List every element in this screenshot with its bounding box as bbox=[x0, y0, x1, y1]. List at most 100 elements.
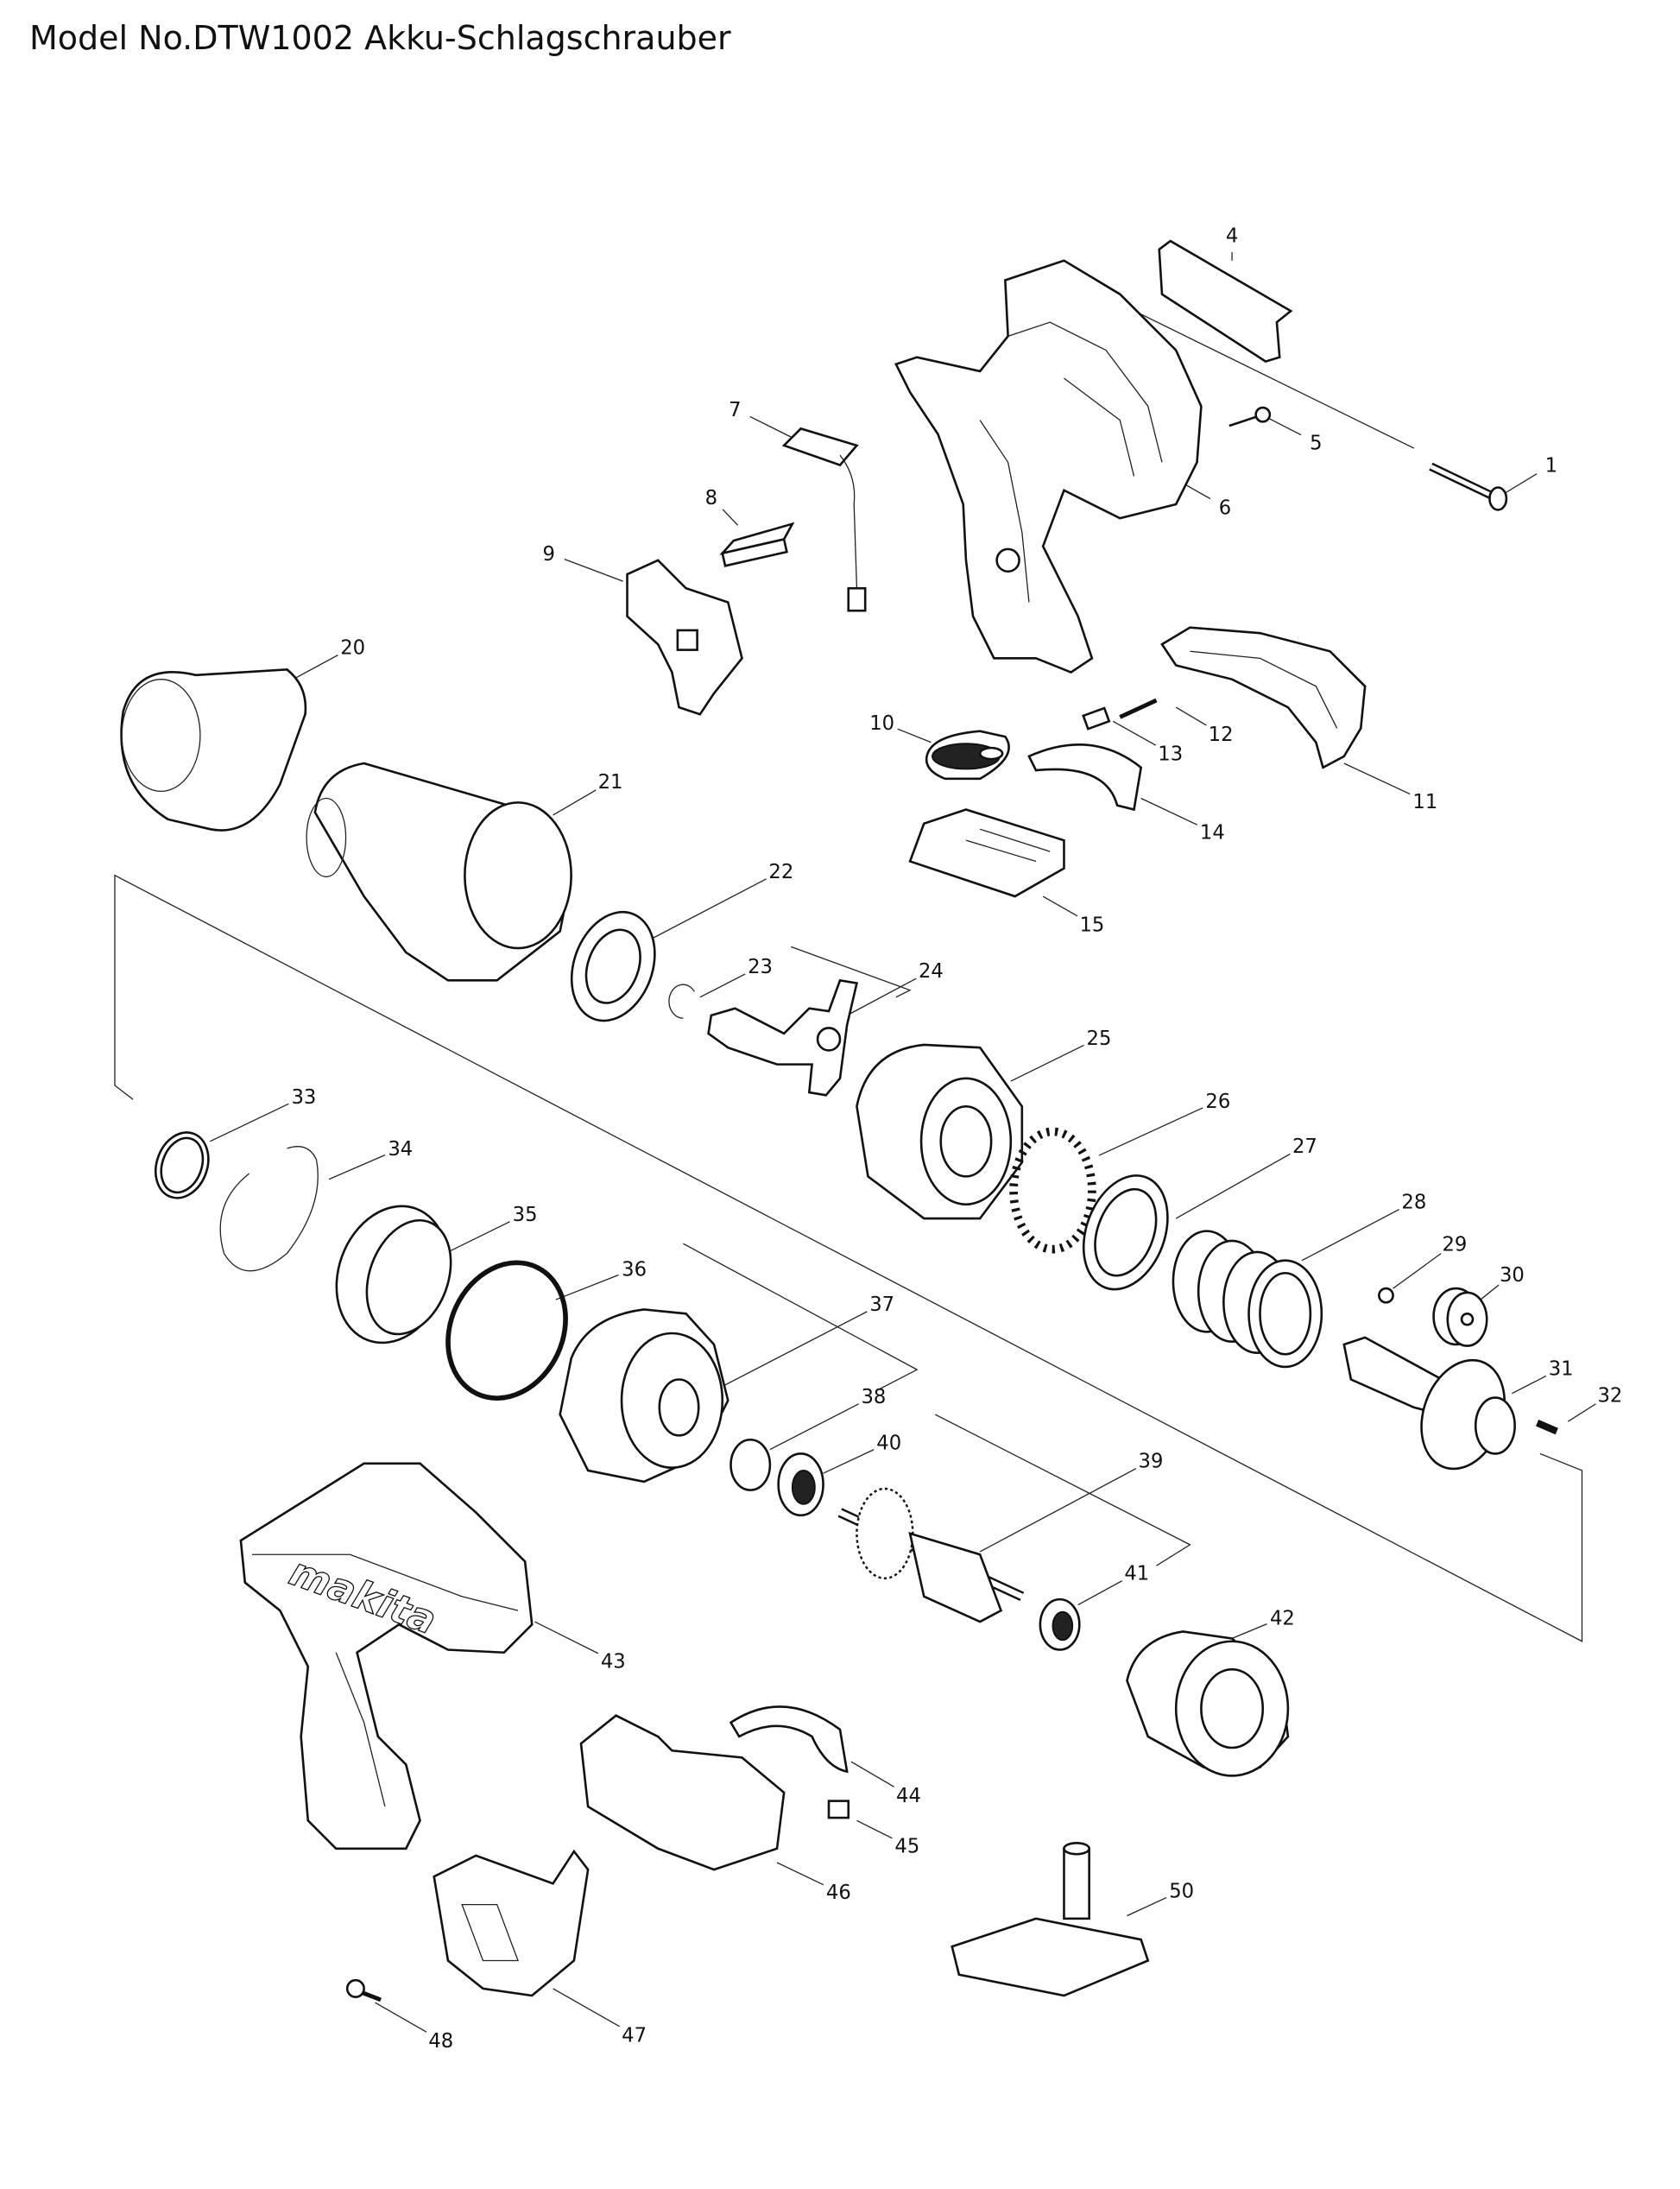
part-44-terminal-strip bbox=[729, 1705, 849, 1774]
leader-line-13 bbox=[1112, 720, 1157, 746]
part-4-label-plate bbox=[1158, 239, 1293, 363]
label-22: 22 bbox=[768, 861, 793, 883]
part-28-compression-spring bbox=[1172, 1230, 1323, 1369]
leader-line-50 bbox=[1127, 1896, 1167, 1917]
leader-line-35 bbox=[450, 1221, 510, 1251]
leader-line-28 bbox=[1301, 1209, 1399, 1262]
leader-line-10 bbox=[897, 728, 932, 743]
leader-line-7 bbox=[749, 415, 792, 438]
label-37: 37 bbox=[869, 1294, 894, 1316]
label-32: 32 bbox=[1597, 1384, 1622, 1407]
leader-line-1 bbox=[1504, 473, 1538, 494]
label-11: 11 bbox=[1412, 791, 1437, 813]
part-9-trigger-switch bbox=[626, 559, 743, 716]
label-35: 35 bbox=[513, 1204, 538, 1226]
leader-line-33 bbox=[209, 1103, 289, 1142]
label-21: 21 bbox=[598, 771, 623, 794]
part-41-ball-bearing bbox=[1039, 1597, 1081, 1651]
label-20: 20 bbox=[340, 636, 365, 659]
label-40: 40 bbox=[876, 1433, 901, 1455]
label-10: 10 bbox=[869, 712, 894, 735]
part-35-hammer-case-cover bbox=[335, 1205, 452, 1344]
part-38-washer bbox=[729, 1438, 772, 1491]
leader-line-45 bbox=[856, 1819, 893, 1839]
label-43: 43 bbox=[601, 1651, 626, 1673]
label-50: 50 bbox=[1169, 1881, 1194, 1903]
label-44: 44 bbox=[896, 1785, 921, 1807]
leader-line-11 bbox=[1343, 762, 1411, 795]
diagram-title: Model No.DTW1002 Akku-Schlagschrauber bbox=[29, 19, 731, 57]
part-31-spindle bbox=[1342, 1336, 1516, 1471]
label-28: 28 bbox=[1401, 1192, 1426, 1214]
label-6: 6 bbox=[1219, 497, 1231, 519]
part-50-controller bbox=[951, 1841, 1150, 1997]
label-39: 39 bbox=[1139, 1451, 1164, 1473]
part-37-bearing-box bbox=[559, 1308, 729, 1484]
leader-line-39 bbox=[979, 1468, 1137, 1553]
part-42-stator bbox=[1126, 1630, 1290, 1777]
label-4: 4 bbox=[1226, 225, 1238, 248]
label-25: 25 bbox=[1087, 1028, 1112, 1050]
label-14: 14 bbox=[1200, 822, 1225, 845]
part-14-terminal-strip bbox=[1027, 743, 1143, 812]
part-13-spring bbox=[1082, 706, 1111, 731]
leader-line-8 bbox=[722, 509, 739, 526]
part-12-pin bbox=[1119, 698, 1158, 719]
leader-line-46 bbox=[776, 1862, 824, 1886]
label-26: 26 bbox=[1205, 1091, 1230, 1113]
part-23-retaining-ring bbox=[668, 984, 695, 1019]
leader-line-12 bbox=[1175, 706, 1207, 726]
part-29-o-ring bbox=[1378, 1287, 1394, 1304]
leader-line-23 bbox=[699, 973, 746, 998]
leader-line-15 bbox=[1042, 895, 1078, 917]
part-7-switch-lever bbox=[781, 427, 867, 612]
part-24-anvil bbox=[707, 978, 859, 1097]
label-1: 1 bbox=[1545, 455, 1557, 478]
part-39-rotor bbox=[837, 1487, 1025, 1623]
leader-line-34 bbox=[328, 1155, 386, 1180]
part-27-washer bbox=[1082, 1174, 1169, 1291]
part-5-screw bbox=[1228, 406, 1272, 427]
label-41: 41 bbox=[1124, 1562, 1149, 1585]
leader-line-6 bbox=[1182, 483, 1211, 500]
part-8-slide-button bbox=[719, 522, 795, 567]
leader-line-41 bbox=[1077, 1580, 1123, 1606]
part-47-hook bbox=[433, 1849, 590, 1997]
part-40-ball-bearing bbox=[777, 1452, 824, 1517]
label-23: 23 bbox=[748, 956, 773, 978]
leader-line-27 bbox=[1175, 1153, 1291, 1219]
leader-line-32 bbox=[1567, 1403, 1596, 1422]
part-25-hammer bbox=[856, 1043, 1024, 1220]
label-46: 46 bbox=[826, 1882, 851, 1904]
leader-line-24 bbox=[846, 977, 917, 1016]
label-31: 31 bbox=[1549, 1358, 1574, 1381]
part-1-screw bbox=[1429, 462, 1508, 511]
leader-line-5 bbox=[1266, 416, 1302, 436]
label-47: 47 bbox=[622, 2025, 647, 2047]
label-34: 34 bbox=[388, 1138, 413, 1161]
label-15: 15 bbox=[1079, 914, 1104, 937]
label-38: 38 bbox=[861, 1386, 886, 1408]
part-43-housing-set: makita bbox=[239, 1462, 534, 1851]
label-30: 30 bbox=[1500, 1264, 1525, 1287]
leader-line-43 bbox=[534, 1621, 599, 1654]
part-48-screw bbox=[345, 1978, 382, 2002]
leader-lines bbox=[209, 252, 1596, 2033]
leader-line-38 bbox=[769, 1403, 859, 1451]
part-6-housing-half bbox=[894, 259, 1203, 674]
part-33-ring bbox=[155, 1131, 210, 1199]
part-15-terminal-block bbox=[908, 808, 1065, 898]
part-34-ring-spring bbox=[219, 1146, 319, 1272]
leader-line-44 bbox=[850, 1761, 894, 1787]
leader-line-48 bbox=[375, 2002, 427, 2033]
label-29: 29 bbox=[1442, 1233, 1467, 1256]
label-45: 45 bbox=[894, 1836, 919, 1858]
leader-line-14 bbox=[1140, 797, 1198, 826]
part-10-cap bbox=[925, 730, 1010, 781]
leader-line-29 bbox=[1393, 1253, 1442, 1289]
label-27: 27 bbox=[1292, 1136, 1317, 1158]
part-21-hammer-case bbox=[306, 762, 573, 982]
leader-line-22 bbox=[652, 878, 767, 939]
label-13: 13 bbox=[1158, 743, 1183, 766]
